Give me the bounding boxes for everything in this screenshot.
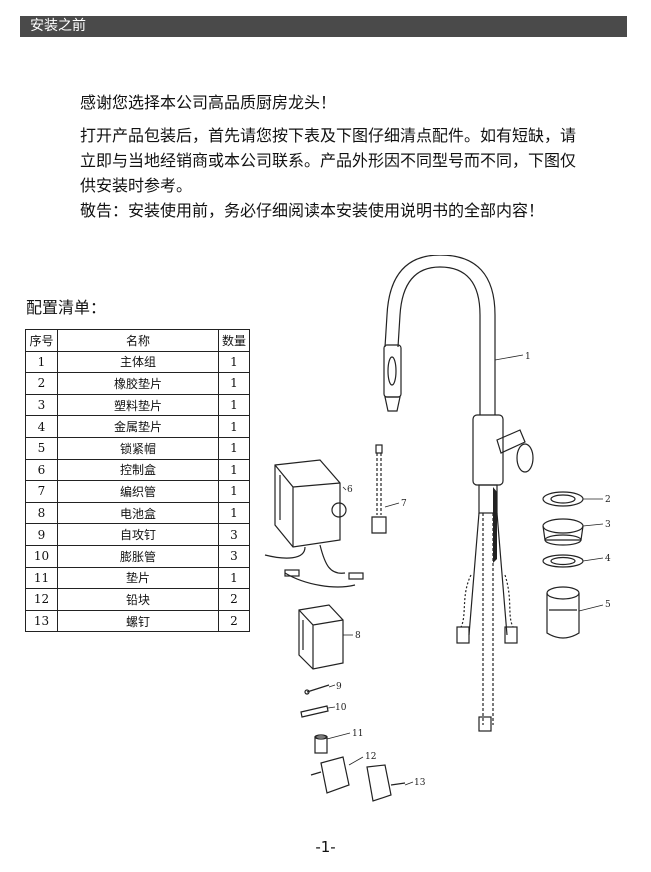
screw	[304, 684, 330, 695]
row-number: 10	[25, 544, 58, 568]
callout-1: 1	[525, 352, 531, 362]
row-name: 橡胶垫片	[57, 372, 219, 395]
row-number: 9	[25, 523, 58, 546]
row-name: 螺钉	[57, 609, 219, 633]
col-header-qty: 数量	[218, 329, 250, 352]
row-number: 1	[25, 350, 58, 374]
row-qty: 2	[218, 609, 250, 633]
table-header-row: 序号 名称 数量	[25, 329, 250, 352]
washer	[314, 734, 328, 754]
callout-2: 2	[605, 495, 611, 505]
row-name: 塑料垫片	[57, 393, 219, 417]
callout-7: 7	[401, 499, 407, 509]
callout-9: 9	[336, 682, 342, 692]
row-number: 11	[25, 566, 58, 590]
row-number: 2	[25, 372, 58, 395]
notice-line: 敬告：安装使用前，务必仔细阅读本安装使用说明书的全部内容！	[80, 201, 545, 220]
lead-block-2	[366, 764, 406, 802]
lead-block	[310, 756, 350, 794]
intro-line-1: 打开产品包装后，首先请您按下表及下图仔细清点配件。如有短缺，请	[80, 126, 577, 145]
intro-text: 感谢您选择本公司高品质厨房龙头！ 打开产品包装后，首先请您按下表及下图仔细清点配…	[80, 90, 580, 223]
row-number: 7	[25, 480, 58, 503]
lock-nut	[546, 586, 580, 639]
sensor-cable	[284, 569, 364, 588]
anchor	[300, 705, 329, 718]
callout-13: 13	[414, 778, 426, 788]
row-number: 4	[25, 415, 58, 438]
callout-leaders	[326, 354, 604, 786]
row-name: 金属垫片	[57, 415, 219, 438]
callout-5: 5	[605, 600, 611, 610]
faucet-body	[383, 255, 534, 732]
control-box	[264, 459, 347, 574]
row-name: 膨胀管	[57, 544, 219, 568]
braided-hose	[371, 444, 387, 534]
col-header-name: 名称	[57, 329, 219, 352]
row-number: 13	[25, 609, 58, 633]
section-title: 安装之前	[30, 18, 86, 34]
metal-gasket	[542, 554, 584, 568]
page-number: -1-	[315, 838, 336, 856]
callout-3: 3	[605, 520, 611, 530]
thanks-line: 感谢您选择本公司高品质厨房龙头！	[80, 93, 337, 112]
row-number: 12	[25, 588, 58, 611]
row-name: 自攻钉	[57, 523, 219, 546]
battery-box	[298, 604, 344, 670]
row-name: 铅块	[57, 588, 219, 611]
row-number: 8	[25, 501, 58, 525]
row-name: 垫片	[57, 566, 219, 590]
parts-list-title: 配置清单：	[26, 298, 107, 317]
callout-11: 11	[352, 729, 363, 739]
intro-line-3: 供安装时参考。	[80, 176, 193, 195]
callout-12: 12	[365, 752, 376, 762]
row-name: 锁紧帽	[57, 436, 219, 460]
row-number: 3	[25, 393, 58, 417]
parts-diagram: 1 2 3 4 5 6 7 8 9 10 11 12 13	[264, 255, 611, 802]
row-name: 控制盒	[57, 458, 219, 482]
section-header-bar: 安装之前	[20, 16, 627, 37]
row-name: 主体组	[57, 350, 219, 374]
row-name: 电池盒	[57, 501, 219, 525]
rubber-gasket	[542, 491, 584, 507]
intro-line-2: 立即与当地经销商或本公司联系。产品外形因不同型号而不同，下图仅	[80, 151, 577, 170]
plastic-gasket	[542, 518, 584, 546]
callout-8: 8	[355, 631, 361, 641]
callout-4: 4	[605, 554, 611, 564]
col-header-number: 序号	[25, 329, 58, 352]
callout-labels: 1 2 3 4 5 6 7 8 9 10 11 12 13	[335, 352, 611, 788]
row-number: 6	[25, 458, 58, 482]
row-name: 编织管	[57, 480, 219, 503]
callout-6: 6	[347, 485, 353, 495]
row-number: 5	[25, 436, 58, 460]
callout-10: 10	[335, 703, 347, 713]
